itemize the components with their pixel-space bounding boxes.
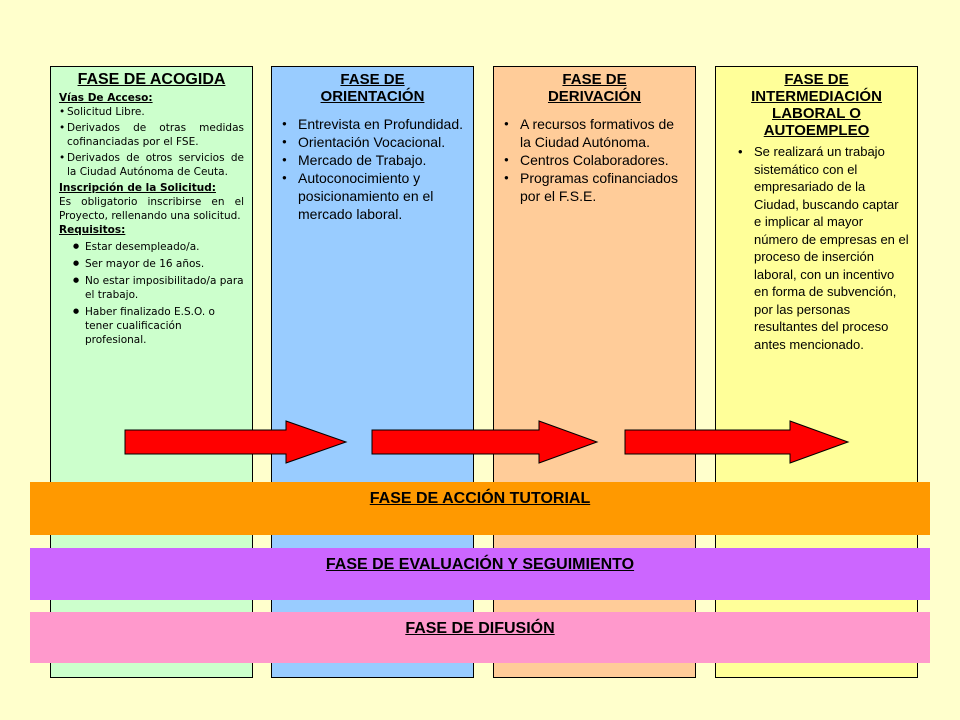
title-line: ORIENTACIÓN	[320, 88, 425, 105]
inscripcion-text: Es obligatorio inscribirse en el Proyect…	[59, 196, 244, 222]
phase-derivacion-title: FASE DE DERIVACIÓN	[502, 71, 687, 105]
requisito-item: Estar desempleado/a.	[73, 239, 244, 254]
arrow-right-icon	[371, 420, 599, 464]
requisitos-label: Requisitos:	[59, 224, 126, 236]
title-line: FASE DE	[562, 71, 627, 88]
title-line: AUTOEMPLEO	[763, 122, 870, 139]
via-item: Solicitud Libre.	[59, 105, 244, 119]
band-accion-tutorial: FASE DE ACCIÓN TUTORIAL	[30, 482, 930, 535]
arrow-right-icon	[124, 420, 348, 464]
derivacion-item: Centros Colaboradores.	[504, 151, 687, 169]
phase-acogida-title: FASE DE ACOGIDA	[77, 71, 226, 88]
via-item: Derivados de otros servicios de la Ciuda…	[59, 151, 244, 179]
phase-orientacion-title: FASE DE ORIENTACIÓN	[280, 71, 465, 105]
derivacion-item: A recursos formativos de la Ciudad Autón…	[504, 115, 687, 151]
intermediacion-item: Se realizará un trabajo sistemático con …	[738, 143, 909, 353]
title-line: DERIVACIÓN	[547, 88, 642, 105]
inscripcion-label: Inscripción de la Solicitud:	[59, 182, 216, 194]
band-difusion: FASE DE DIFUSIÓN	[30, 612, 930, 663]
requisito-item: No estar imposibilitado/a para el trabaj…	[73, 273, 244, 302]
orientacion-item: Mercado de Trabajo.	[282, 151, 465, 169]
requisito-item: Ser mayor de 16 años.	[73, 256, 244, 271]
via-item: Derivados de otras medidas cofinanciadas…	[59, 121, 244, 149]
band-evaluacion-seguimiento: FASE DE EVALUACIÓN Y SEGUIMIENTO	[30, 548, 930, 600]
requisito-item: Haber finalizado E.S.O. o tener cualific…	[73, 304, 244, 347]
arrow-right-icon	[624, 420, 850, 464]
orientacion-item: Autoconocimiento y posicionamiento en el…	[282, 169, 465, 223]
orientacion-item: Entrevista en Profundidad.	[282, 115, 465, 133]
title-line: FASE DE	[340, 71, 405, 88]
phase-intermediacion-title: FASE DE INTERMEDIACIÓN LABORAL O AUTOEMP…	[724, 71, 909, 139]
title-line: INTERMEDIACIÓN	[751, 88, 882, 105]
title-line: FASE DE	[784, 71, 849, 88]
vias-acceso-label: Vías De Acceso:	[59, 92, 153, 104]
derivacion-item: Programas cofinanciados por el F.S.E.	[504, 169, 687, 205]
title-line: LABORAL O	[772, 105, 861, 122]
orientacion-item: Orientación Vocacional.	[282, 133, 465, 151]
